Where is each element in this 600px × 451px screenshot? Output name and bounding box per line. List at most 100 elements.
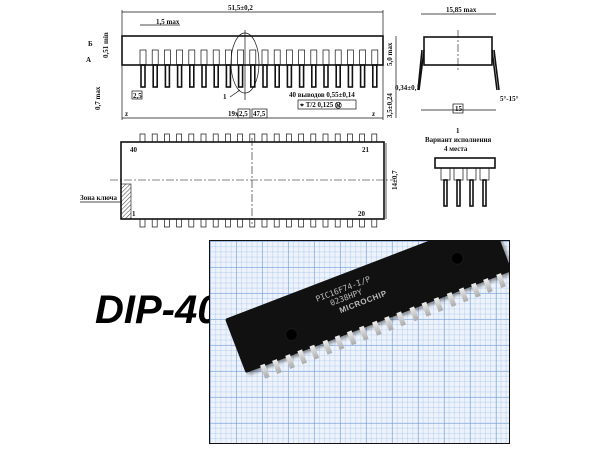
label-b: Б <box>88 40 93 48</box>
pin <box>298 49 305 66</box>
pin-1-label: 1 <box>132 210 136 218</box>
package-title: DIP-40 <box>95 288 220 332</box>
row-spacing-dim: 15 <box>455 105 463 113</box>
pin <box>371 218 378 228</box>
end-view: 15,85 max 15 0,34±0,1 5°-15° <box>395 6 519 114</box>
chip-body: PIC16F74-I/P 0238HPY MICROCHIP <box>225 241 509 379</box>
pin <box>440 167 451 181</box>
pin <box>310 218 317 228</box>
chip-pin <box>359 325 370 341</box>
pin <box>286 49 293 66</box>
mold-mark <box>448 249 466 267</box>
pin <box>164 49 171 66</box>
detail-ref: 1 <box>223 93 227 101</box>
pin <box>237 133 243 143</box>
pin <box>225 64 232 88</box>
end-z-left: z <box>125 110 128 118</box>
chip-pin <box>260 363 270 379</box>
pin <box>176 64 183 88</box>
pin <box>212 218 219 228</box>
detail-title: 1 <box>456 127 460 135</box>
pin <box>261 218 268 228</box>
lead-thickness-dim: 0,34±0,1 <box>395 84 420 92</box>
pin <box>212 49 220 66</box>
standoff-dim: 0,51 min <box>102 32 110 58</box>
chip-pin <box>284 354 295 370</box>
pin-20-label: 20 <box>358 210 366 218</box>
chip-pin <box>322 339 332 355</box>
body-height-dim: 5,0 max <box>386 42 394 66</box>
pin-21-label: 21 <box>362 146 370 154</box>
pin <box>482 179 487 207</box>
pin <box>140 64 146 88</box>
chip-pin <box>446 292 456 308</box>
pin <box>334 133 341 143</box>
pin <box>310 64 317 88</box>
pin-40-label: 40 <box>130 146 138 154</box>
pin <box>201 64 207 88</box>
pin <box>237 218 243 228</box>
chip-pin <box>495 273 506 289</box>
pin <box>237 49 244 66</box>
chip-pin <box>433 297 444 312</box>
pin <box>286 218 292 228</box>
pin <box>347 49 354 66</box>
pitch-dim: 2,5 <box>133 92 142 100</box>
pin <box>466 167 477 181</box>
pin <box>250 64 256 88</box>
pin <box>139 218 146 228</box>
pin <box>164 64 171 88</box>
pin <box>453 167 464 181</box>
pin <box>273 218 280 228</box>
pin <box>151 133 158 143</box>
shoulder-dim: 0,7 max <box>94 86 102 110</box>
pin <box>359 133 365 143</box>
pin <box>176 49 183 66</box>
pin <box>151 218 158 228</box>
pin <box>164 218 170 228</box>
pin <box>322 218 329 228</box>
pin <box>261 133 268 143</box>
chip-photo: PIC16F74-I/P 0238HPY MICROCHIP <box>209 240 510 444</box>
chip-pin <box>471 282 481 298</box>
pin <box>310 133 317 143</box>
pin <box>323 64 329 88</box>
chip-pin <box>346 330 357 346</box>
pin <box>359 64 366 88</box>
chip-pin <box>483 277 494 293</box>
detail-variant: Вариант исполнения <box>425 136 492 144</box>
pin <box>371 64 378 88</box>
pin1-notch <box>283 326 300 344</box>
pin <box>322 133 329 143</box>
pin <box>273 49 281 66</box>
pin <box>200 218 207 228</box>
pin <box>237 64 244 88</box>
chip-pin <box>297 349 307 365</box>
pitch-total-value: 47,5 <box>253 110 266 118</box>
pin <box>212 133 219 143</box>
pin <box>139 49 147 66</box>
lead-angle-dim: 5°-15° <box>500 95 519 103</box>
pitch-total-box: 2,5 <box>239 110 248 118</box>
detail-view: 1 Вариант исполнения 4 места <box>425 127 496 207</box>
pin <box>225 49 232 66</box>
pin <box>310 49 318 66</box>
pin-count-note: 40 выводов 0,55±0,14 <box>289 91 355 99</box>
pin <box>371 133 378 143</box>
chip-pin <box>421 301 432 317</box>
pin-length-dim: 3,5±0,24 <box>386 93 394 118</box>
chip-pin <box>408 306 419 322</box>
pin <box>139 133 146 143</box>
pitch-total-prefix: 19x <box>228 110 239 118</box>
top-view: 40 21 1 20 Зона ключа 14±0,7 <box>80 133 399 228</box>
pin <box>188 133 195 143</box>
pin <box>151 49 159 66</box>
pin <box>152 64 158 88</box>
detail-places: 4 места <box>444 145 468 153</box>
pin <box>359 218 365 228</box>
pin <box>225 133 231 143</box>
side-view: 51,5±0,2 1,5 max 1 Б А 0,51 min 0,7 max … <box>86 4 397 120</box>
pin <box>262 64 268 88</box>
pin <box>274 64 281 88</box>
pin <box>213 64 219 88</box>
